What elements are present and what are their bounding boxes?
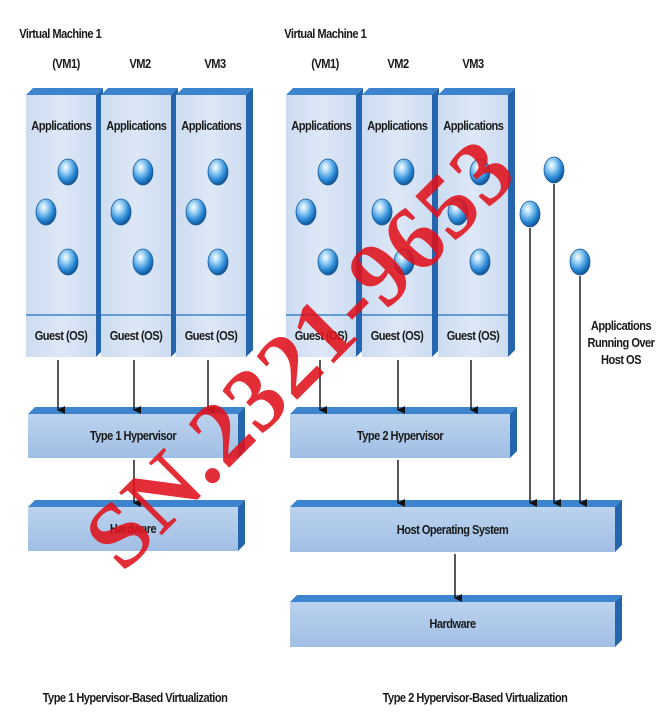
side-note-line-3: Host OS <box>600 352 642 367</box>
hardware-bar-right-side <box>615 595 622 647</box>
host-os-label: Host Operating System <box>396 522 509 537</box>
host-os-bar-top <box>290 500 622 507</box>
app-ball-left-3-b <box>185 198 207 226</box>
host-os-bar-side <box>615 500 622 552</box>
vm2-panel-right <box>362 95 432 357</box>
vm1-abbrev-left: (VM1) <box>52 56 80 71</box>
vm2-label-left: VM2 <box>129 56 151 71</box>
app-ball-left-1-c <box>57 248 79 276</box>
vm1-abbrev-right: (VM1) <box>311 56 339 71</box>
app-ball-right-2-c <box>393 248 415 276</box>
app-ball-right-2-a <box>393 158 415 186</box>
host-app-ball-1 <box>519 200 541 228</box>
app-ball-right-3-a <box>469 158 491 186</box>
host-app-ball-2 <box>543 156 565 184</box>
vm2-panel-right-top <box>362 88 439 95</box>
vm2-panel-left-top <box>101 88 178 95</box>
vm2-apps-label-right: Applications <box>367 118 428 133</box>
vm3-label-right: VM3 <box>462 56 484 71</box>
hardware-label-right: Hardware <box>429 616 476 631</box>
hardware-bar-left <box>28 507 238 551</box>
app-ball-right-1-a <box>317 158 339 186</box>
vm1-apps-label-left: Applications <box>31 118 92 133</box>
hardware-bar-right-top <box>290 595 622 602</box>
vm3-panel-right-side <box>508 88 515 357</box>
vm3-label-left: VM3 <box>204 56 226 71</box>
type1-hypervisor-bar <box>28 414 238 458</box>
caption-type2: Type 2 Hypervisor-Based Virtualization <box>382 690 568 705</box>
side-note-line-1: Applications <box>590 318 652 333</box>
app-ball-right-1-b <box>295 198 317 226</box>
vm1-panel-right <box>286 95 356 357</box>
vm3-panel-left-side <box>246 88 253 357</box>
caption-type1: Type 1 Hypervisor-Based Virtualization <box>42 690 228 705</box>
vm1-panel-left <box>26 95 96 357</box>
vm3-panel-right-top <box>438 88 515 95</box>
app-ball-left-2-c <box>132 248 154 276</box>
app-ball-right-1-c <box>317 248 339 276</box>
type1-hypervisor-bar-side <box>238 407 245 458</box>
app-ball-left-3-a <box>207 158 229 186</box>
vm1-apps-label-right: Applications <box>291 118 352 133</box>
app-ball-right-2-b <box>371 198 393 226</box>
vm3-apps-label-right: Applications <box>443 118 504 133</box>
type2-hypervisor-label: Type 2 Hypervisor <box>356 428 444 443</box>
app-ball-right-3-b <box>447 198 469 226</box>
vm1-panel-right-side <box>356 88 363 357</box>
vm3-panel-left <box>176 95 246 357</box>
vm3-guest-os-left: Guest (OS) <box>184 328 238 343</box>
vm3-panel-right <box>438 95 508 357</box>
vm2-guest-os-right: Guest (OS) <box>370 328 424 343</box>
vm2-panel-left <box>101 95 171 357</box>
type1-hypervisor-label: Type 1 Hypervisor <box>89 428 177 443</box>
vm1-guest-os-right: Guest (OS) <box>294 328 348 343</box>
vm1-panel-right-top <box>286 88 363 95</box>
app-ball-left-2-b <box>110 198 132 226</box>
type2-hypervisor-bar <box>290 414 510 458</box>
type2-hypervisor-bar-side <box>510 407 517 458</box>
vm2-label-right: VM2 <box>387 56 409 71</box>
app-ball-left-1-a <box>57 158 79 186</box>
app-ball-left-3-c <box>207 248 229 276</box>
vm1-title-right: Virtual Machine 1 <box>284 26 367 41</box>
hardware-label-left: Hardware <box>109 521 157 536</box>
vm1-guest-os-left: Guest (OS) <box>34 328 88 343</box>
vm2-apps-label-left: Applications <box>106 118 167 133</box>
app-ball-right-3-c <box>469 248 491 276</box>
vm2-panel-right-side <box>432 88 439 357</box>
vm2-guest-os-left: Guest (OS) <box>109 328 163 343</box>
vm3-guest-os-right: Guest (OS) <box>446 328 500 343</box>
vm1-title-left: Virtual Machine 1 <box>19 26 102 41</box>
hardware-bar-right <box>290 602 615 647</box>
vm3-panel-left-top <box>176 88 253 95</box>
side-note-line-2: Running Over <box>587 335 655 350</box>
type2-hypervisor-bar-top <box>290 407 517 414</box>
hardware-bar-left-side <box>238 500 245 551</box>
host-app-ball-3 <box>569 248 591 276</box>
host-os-bar <box>290 507 615 552</box>
app-ball-left-2-a <box>132 158 154 186</box>
vm1-panel-left-top <box>26 88 103 95</box>
vm3-apps-label-left: Applications <box>181 118 242 133</box>
app-ball-left-1-b <box>35 198 57 226</box>
